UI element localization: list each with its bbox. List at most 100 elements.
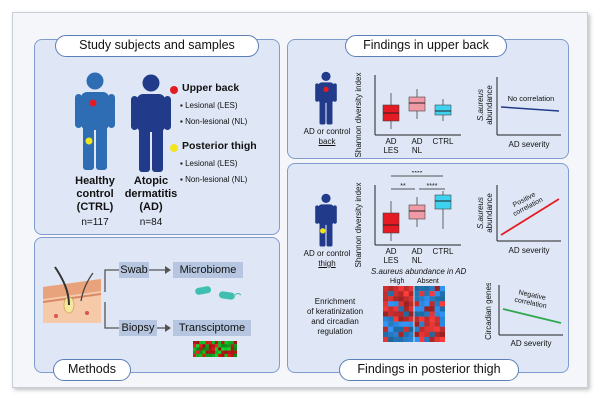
transcriptome-cell: [196, 347, 200, 351]
heatmap-cell: [439, 321, 445, 327]
heatmap-cell: [383, 306, 389, 312]
heatmap-cell: [388, 306, 394, 312]
transcriptome-cell: [205, 341, 209, 345]
heatmap-cell: [398, 291, 404, 297]
ad-label-1: Atopic: [133, 175, 169, 187]
thigh-heatmap: [383, 286, 445, 342]
healthy-label-2: control: [76, 188, 114, 200]
transcriptome-cell: [193, 353, 197, 357]
thigh-marker: [170, 144, 178, 152]
heatmap-cell: [393, 331, 399, 338]
upper-box-1: [408, 96, 426, 112]
heatmap-cell: [429, 336, 435, 342]
neg-corr-line: [502, 308, 562, 324]
heatmap-cell: [408, 316, 415, 322]
transcriptome-cell: [215, 347, 219, 351]
heatmap-cell: [439, 311, 445, 317]
transcriptome-cell: [221, 344, 225, 348]
sig-top: ****: [412, 171, 423, 177]
transcriptome-cell: [205, 347, 209, 351]
thigh-subject-2: thigh: [318, 259, 336, 268]
heatmap-cell: [434, 286, 441, 292]
transcriptome-cell: [202, 347, 206, 351]
swab-box: Swab: [119, 262, 149, 278]
heatmap-cell: [403, 286, 410, 292]
heatmap-cell: [393, 301, 399, 307]
heatmap-cell: [424, 306, 430, 312]
heatmap-cell: [403, 301, 410, 307]
thigh-box-0: [382, 212, 400, 234]
heatmap-cell: [408, 311, 415, 317]
transcriptome-cell: [221, 341, 225, 345]
ad-n: n=84: [139, 217, 163, 228]
methods-arrows: [104, 266, 171, 332]
upper-corr-line: [500, 106, 560, 112]
heatmap-cell: [429, 331, 435, 338]
neg-corr-xlabel: AD severity: [511, 339, 552, 348]
heatmap-cell: [393, 296, 399, 302]
transcriptome-cell: [218, 350, 222, 354]
heatmap-cell: [383, 311, 389, 317]
transcriptome-cell: [199, 347, 203, 351]
transcriptome-cell: [202, 341, 206, 345]
heatmap-cell: [388, 316, 394, 322]
heatmap-cell: [439, 316, 445, 322]
transcriptome-cell: [208, 341, 213, 345]
thigh-dot: [85, 137, 93, 145]
heatmap-cell: [383, 321, 389, 327]
heatmap-cell: [388, 286, 394, 292]
transcriptome-cell: [199, 344, 203, 348]
heatmap-desc-2: of keratinization: [306, 307, 364, 316]
transcriptome-cell: [196, 344, 200, 348]
heatmap-cell: [419, 291, 425, 297]
thigh-positive-correlation-plot: S.aureus abundance Positive correlation …: [476, 185, 561, 255]
heatmap-cell: [403, 306, 410, 312]
upper-back-item-2: ▪ Non-lesional (NL): [180, 117, 248, 126]
heatmap-cell: [408, 296, 415, 302]
heatmap-cell: [398, 301, 404, 307]
heatmap-cell: [424, 311, 430, 317]
heatmap-cell: [429, 296, 435, 302]
heatmap-cell: [403, 321, 410, 327]
heatmap-cell: [419, 296, 425, 302]
transcriptome-cell: [230, 341, 235, 345]
thigh-title: Findings in posterior thigh: [339, 359, 519, 381]
heatmap-cell: [383, 301, 389, 307]
thigh-corr-ylabel-1: S.aureus: [476, 197, 485, 229]
heatmap-cell: [419, 321, 425, 327]
transcriptome-cell: [211, 344, 216, 348]
heatmap-cell: [414, 286, 420, 292]
ad-label-2: dermatitis: [124, 188, 178, 200]
transciptome-box: Transciptome: [173, 320, 251, 336]
heatmap-cell: [403, 336, 410, 342]
transcriptome-cell: [215, 344, 219, 348]
transcriptome-cell: [233, 344, 237, 348]
transcriptome-cell: [215, 353, 219, 357]
transcriptome-cell: [196, 350, 200, 354]
heatmap-cell: [414, 316, 420, 322]
heatmap-cell: [408, 301, 415, 307]
transcriptome-cell: [202, 353, 206, 357]
healthy-label-3: (CTRL): [76, 201, 114, 213]
thigh-boxplot: Shannon diversity index **** ** **** ADL…: [354, 171, 461, 267]
transcriptome-cell: [208, 350, 213, 354]
transcriptome-cell: [205, 353, 209, 357]
heatmap-cell: [419, 301, 425, 307]
upper-box-2: [434, 104, 452, 116]
heatmap-cell: [388, 326, 394, 333]
heatmap-cell: [414, 301, 420, 307]
thigh-corr-ylabel-2: abundance: [485, 193, 494, 233]
heatmap-cell: [383, 331, 389, 338]
heatmap-cell: [403, 291, 410, 297]
heatmap-cell: [419, 286, 425, 292]
sig-left: **: [400, 183, 406, 190]
heatmap-cell: [434, 306, 441, 312]
heatmap-cell: [393, 336, 399, 342]
upper-subject-2: back: [318, 137, 336, 146]
heatmap-cell: [383, 316, 389, 322]
heatmap-cell: [398, 331, 404, 338]
heatmap-cell: [414, 306, 420, 312]
transcriptome-cell: [211, 353, 216, 357]
heatmap-cell: [403, 331, 410, 338]
heatmap-cell: [424, 331, 430, 338]
